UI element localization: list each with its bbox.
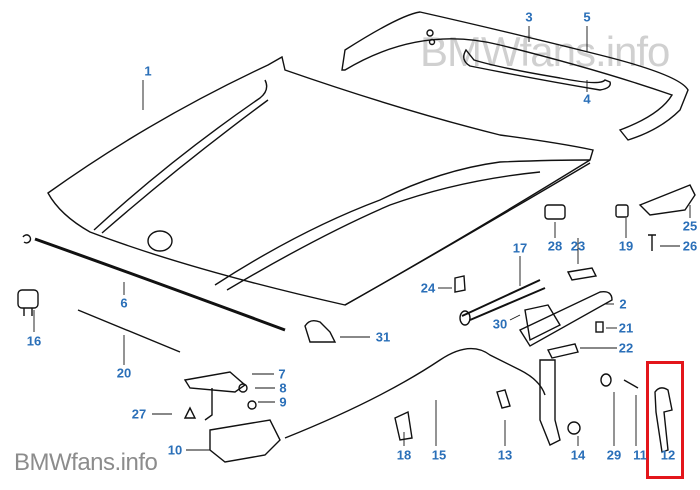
highlight-box-part-12 (646, 361, 684, 479)
label-25[interactable]: 25 (682, 218, 698, 234)
label-23[interactable]: 23 (570, 238, 586, 254)
seal-4 (463, 48, 611, 91)
label-3[interactable]: 3 (525, 9, 533, 25)
leader-lines (33, 26, 691, 451)
label-9[interactable]: 9 (279, 394, 287, 410)
label-4[interactable]: 4 (583, 91, 591, 107)
label-13[interactable]: 13 (497, 447, 513, 463)
label-15[interactable]: 15 (431, 447, 447, 463)
label-19[interactable]: 19 (618, 238, 634, 254)
gas-strut (461, 279, 546, 321)
watermark-bottom: BMWfans.info (14, 449, 158, 476)
hood-seal (341, 11, 689, 141)
label-17[interactable]: 17 (512, 240, 528, 256)
label-27[interactable]: 27 (131, 406, 147, 422)
label-11[interactable]: 11 (633, 447, 647, 463)
label-20[interactable]: 20 (116, 365, 132, 381)
rod-20 (77, 309, 181, 353)
label-24[interactable]: 24 (420, 280, 436, 296)
label-31[interactable]: 31 (375, 329, 391, 345)
label-21[interactable]: 21 (618, 320, 634, 336)
label-10[interactable]: 10 (167, 442, 183, 458)
label-29[interactable]: 29 (606, 447, 622, 463)
label-26[interactable]: 26 (682, 238, 698, 254)
label-18[interactable]: 18 (396, 447, 412, 463)
label-16[interactable]: 16 (26, 333, 42, 349)
label-5[interactable]: 5 (583, 9, 591, 25)
label-28[interactable]: 28 (547, 238, 563, 254)
label-14[interactable]: 14 (570, 447, 586, 463)
label-6[interactable]: 6 (120, 295, 128, 311)
strip-6 (34, 237, 286, 332)
watermark-top: BMWfans.info (420, 28, 670, 75)
label-30[interactable]: 30 (492, 316, 508, 332)
label-8[interactable]: 8 (279, 380, 287, 396)
part-12 (654, 387, 673, 453)
hood-panel (47, 55, 594, 306)
label-1[interactable]: 1 (144, 63, 152, 79)
label-2[interactable]: 2 (619, 296, 627, 312)
release-cable (284, 347, 546, 439)
label-7[interactable]: 7 (278, 366, 286, 382)
label-12[interactable]: 12 (660, 447, 676, 463)
label-22[interactable]: 22 (618, 340, 634, 356)
